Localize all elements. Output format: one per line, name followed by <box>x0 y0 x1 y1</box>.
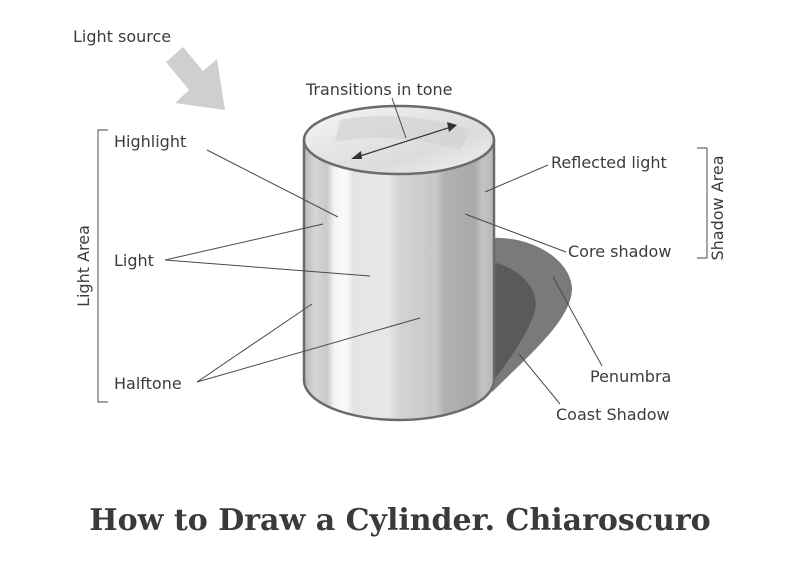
light-source-label: Light source <box>73 27 171 46</box>
shadow-area-label: Shadow Area <box>708 155 727 260</box>
leader-transitions <box>391 97 407 139</box>
core-shadow-label: Core shadow <box>568 242 671 261</box>
light-area-bracket <box>97 129 108 403</box>
leader-penumbra <box>552 276 603 367</box>
top-tone-band <box>335 115 470 150</box>
leader-halftone-1 <box>196 303 313 383</box>
leader-highlight <box>206 149 339 218</box>
light-area-label: Light Area <box>74 225 93 307</box>
penumbra-region <box>492 262 536 382</box>
transitions-arrow <box>351 122 457 159</box>
transitions-label: Transitions in tone <box>305 80 453 99</box>
halftone-label: Halftone <box>114 374 182 393</box>
penumbra-label: Penumbra <box>590 367 671 386</box>
cylinder-top <box>302 104 496 176</box>
leader-core-shadow <box>464 213 567 253</box>
leader-halftone-2 <box>196 317 421 383</box>
highlight-label: Highlight <box>114 132 186 151</box>
light-label: Light <box>114 251 154 270</box>
reflected-light-label: Reflected light <box>551 153 667 172</box>
page-title: How to Draw a Cylinder. Chiaroscuro <box>89 503 710 538</box>
leader-reflected-light <box>484 164 549 193</box>
light-source-arrow <box>166 47 225 110</box>
leader-coast-shadow <box>518 353 561 405</box>
coast-shadow-label: Coast Shadow <box>556 405 670 424</box>
leader-light-1 <box>164 223 324 261</box>
leader-light-2 <box>164 259 371 277</box>
cylinder-body <box>302 138 496 422</box>
shadow-area-bracket <box>697 147 708 259</box>
